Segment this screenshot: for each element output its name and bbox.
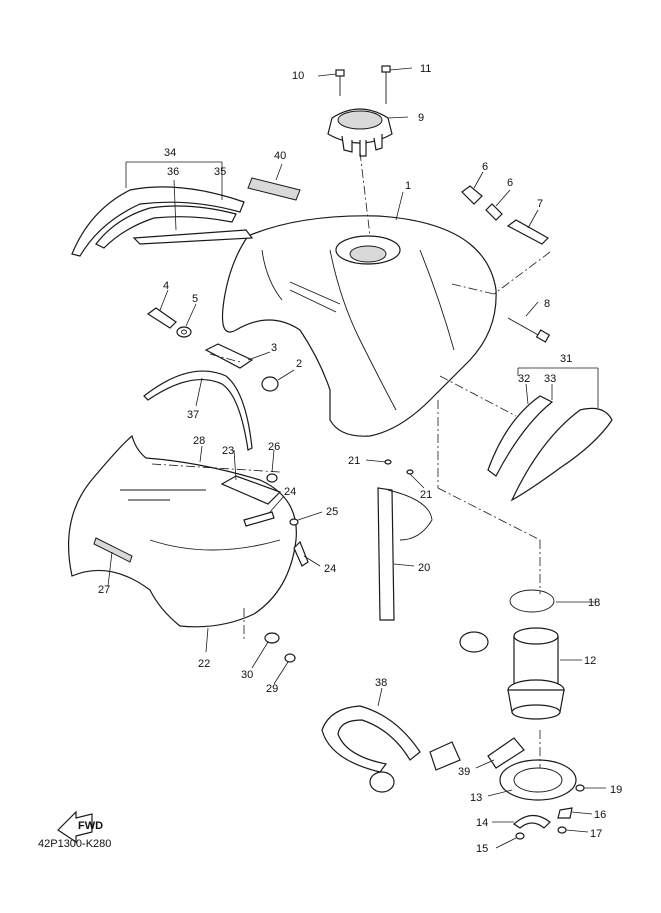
callout-31: 31 [560, 353, 572, 365]
washer-5 [176, 326, 192, 338]
callout-3: 3 [271, 342, 277, 354]
emblem-40 [247, 177, 301, 201]
callout-37: 37 [187, 409, 199, 421]
damper-26 [266, 473, 278, 483]
callout-18: 18 [588, 597, 600, 609]
side-cover-35 [95, 205, 237, 249]
callout-22: 22 [198, 658, 210, 670]
hose-clip-21b [406, 469, 414, 475]
callout-40: 40 [274, 150, 286, 162]
bolt-4 [146, 307, 177, 329]
fuel-hose-38 [321, 705, 461, 793]
side-cover-32 [487, 395, 554, 477]
seal-37 [143, 370, 253, 451]
reference-lines [151, 151, 551, 768]
damper-grommet-2 [485, 203, 503, 221]
pump-plate-13 [499, 759, 577, 801]
damper-grommet [461, 185, 483, 205]
callout-23: 23 [222, 445, 234, 457]
bracket-23 [220, 475, 282, 505]
tank-cover [67, 434, 297, 628]
callout-38: 38 [375, 677, 387, 689]
callout-21b: 21 [420, 489, 432, 501]
callout-36: 36 [167, 166, 179, 178]
callout-7: 7 [537, 198, 543, 210]
callout-1: 1 [405, 180, 411, 192]
callout-20: 20 [418, 562, 430, 574]
fuel-cap-bolt-long [381, 65, 391, 104]
bracket-14 [513, 814, 551, 829]
callout-2: 2 [296, 358, 302, 370]
callout-12: 12 [584, 655, 596, 667]
side-cover-36 [132, 229, 254, 245]
callout-14: 14 [476, 817, 488, 829]
callout-4: 4 [163, 280, 169, 292]
callout-17: 17 [590, 828, 602, 840]
callout-8: 8 [544, 298, 550, 310]
callout-11: 11 [420, 63, 431, 75]
callout-9: 9 [418, 112, 424, 124]
callout-13: 13 [470, 792, 482, 804]
callout-16: 16 [594, 809, 606, 821]
fuel-tank [221, 215, 497, 437]
callout-39: 39 [458, 766, 470, 778]
callout-21: 21 [348, 455, 360, 467]
seal-27 [93, 537, 133, 563]
grommet-24b [293, 540, 309, 567]
callout-28: 28 [193, 435, 205, 447]
fuel-cap-bolt [335, 69, 345, 96]
callout-6b: 6 [507, 177, 513, 189]
diagram-code: 42P1300-K280 [38, 838, 112, 850]
tank-bolt [507, 317, 551, 343]
washer-30 [264, 632, 280, 644]
callout-30: 30 [241, 669, 253, 681]
callout-19: 19 [610, 784, 622, 796]
callout-27: 27 [98, 584, 110, 596]
callout-5: 5 [192, 293, 198, 305]
fwd-arrow-icon: FWD [57, 810, 103, 844]
bracket-3 [204, 343, 254, 369]
collar [506, 219, 549, 245]
fuel-hose-20 [377, 487, 433, 621]
callout-labels: 1 2 3 4 5 6 6 7 8 9 10 11 12 13 14 15 16… [98, 63, 622, 855]
fuel-pump-12 [459, 627, 565, 720]
callout-25: 25 [326, 506, 338, 518]
callout-35: 35 [214, 166, 226, 178]
screw-29 [284, 653, 296, 663]
side-cover-34 [71, 186, 245, 257]
o-ring-18 [509, 589, 555, 613]
screw-17 [557, 826, 567, 834]
callout-29: 29 [266, 683, 278, 695]
callout-24: 24 [284, 486, 296, 498]
grommet-24 [243, 511, 275, 527]
callout-10: 10 [292, 70, 304, 82]
callout-34: 34 [164, 147, 176, 159]
fwd-label: FWD [78, 820, 103, 832]
leader-lines [107, 67, 606, 849]
fuel-cap [327, 108, 393, 157]
callout-24b: 24 [324, 563, 336, 575]
callout-15: 15 [476, 843, 488, 855]
screw-19 [575, 784, 585, 792]
damper-2 [261, 376, 279, 392]
callout-26: 26 [268, 441, 280, 453]
damper-25 [289, 518, 299, 526]
callout-6: 6 [482, 161, 488, 173]
side-cover-33 [510, 407, 613, 502]
callout-32: 32 [518, 373, 530, 385]
connector-39 [487, 737, 525, 769]
callout-33: 33 [544, 373, 556, 385]
screw-15 [515, 832, 525, 840]
clamp-16 [557, 807, 573, 819]
